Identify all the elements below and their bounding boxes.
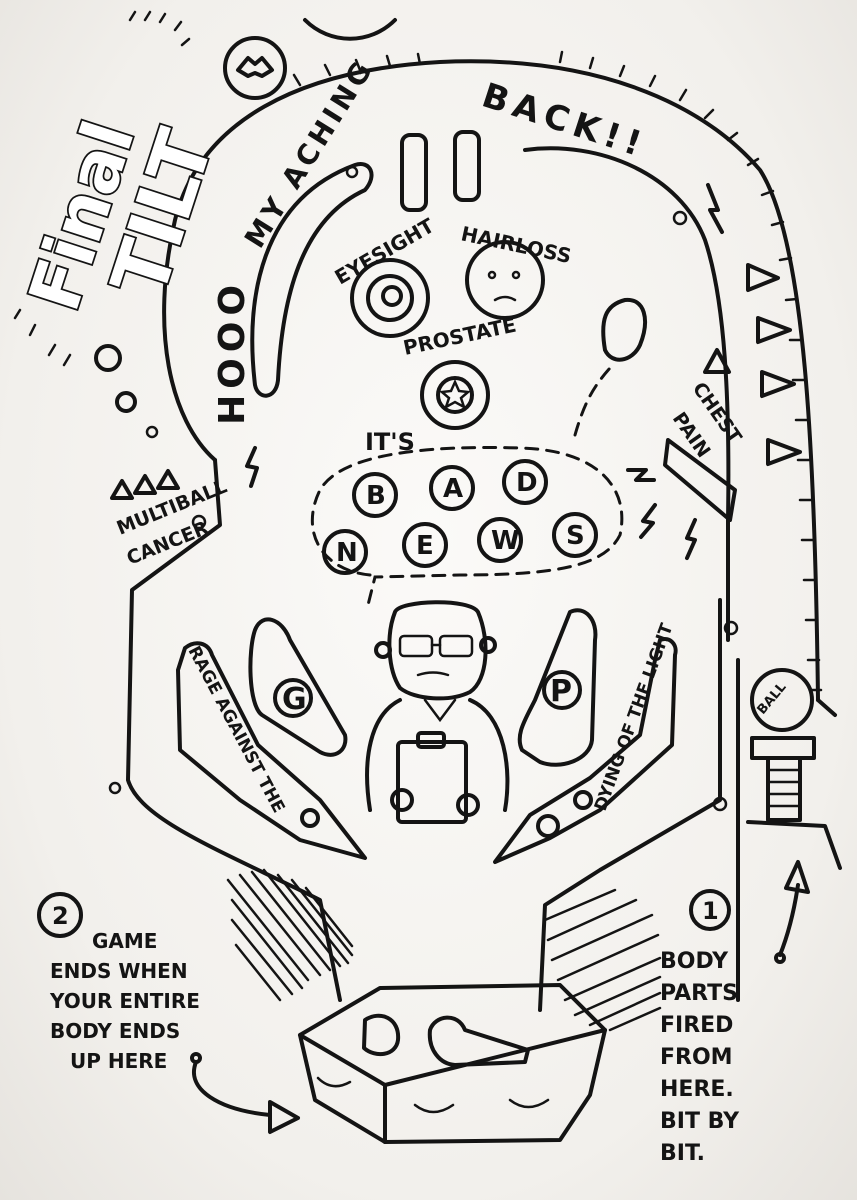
news-letter: N: [336, 538, 358, 568]
posts: [94, 165, 739, 812]
label-prostate: PROSTATE: [401, 313, 518, 360]
lightning-3: [639, 503, 657, 539]
left-slingshot: [248, 617, 348, 757]
right-flipper-pivot: [536, 814, 560, 838]
news-letter: W: [491, 526, 520, 556]
left-ramp: [250, 162, 374, 398]
note-line: GAME: [92, 929, 157, 953]
news-letter-target: [502, 459, 548, 505]
slingshot-letter-g: G: [282, 682, 307, 717]
arc-text-oooh: OOOH: [209, 285, 250, 431]
arc-text-my-aching: MY ACHING: [238, 53, 381, 254]
lightning-2: [245, 446, 259, 488]
kickback-path: [573, 366, 612, 437]
doctor-character: [365, 600, 510, 824]
multiball-warning-icons: [110, 469, 180, 500]
playfield-outline: [162, 59, 820, 702]
right-slingshot: [517, 608, 598, 767]
hairloss-bumper: [465, 240, 545, 320]
wall-hatching: [292, 50, 823, 692]
arrow-up-to-plunger: [778, 883, 800, 957]
left-wall: [126, 458, 342, 1002]
note1-text: BODY PARTS FIRED FROM HERE. BIT BY BIT.: [660, 949, 740, 1166]
news-letter-target: [402, 522, 448, 568]
note-line: ENDS WHEN: [50, 959, 188, 983]
coffin: [298, 983, 607, 1144]
arrow-up-head: [784, 860, 810, 894]
drain-hatching-right: [543, 888, 662, 1032]
right-flipper-bolt: [573, 790, 593, 810]
news-letter-target: [352, 472, 398, 518]
arc-text-back: BACK!!: [477, 76, 652, 167]
chest-pain-warning-icon: [703, 348, 731, 374]
note-line: BODY: [660, 949, 729, 974]
lightning-4: [685, 518, 697, 560]
label-hairloss: HAIRLOSS: [459, 221, 574, 268]
bat-icon: [236, 56, 274, 78]
right-drop-targets: [746, 263, 802, 466]
news-letter-target: [552, 512, 598, 558]
prostate-bumper: [420, 360, 490, 430]
right-inlane: [493, 637, 678, 864]
logo-word-tilt: TILT: [94, 119, 231, 306]
news-letter: B: [366, 481, 386, 511]
lightning-5: [626, 468, 656, 482]
drain-hatching-left: [226, 868, 354, 1002]
news-letter: D: [516, 468, 538, 498]
note-line: HERE.: [660, 1077, 734, 1102]
note2-text: GAME ENDS WHEN YOUR ENTIRE BODY ENDS UP HERE: [49, 929, 200, 1073]
lane-text-rage: RAGE AGAINST THE: [184, 643, 289, 816]
eyesight-bumper: [350, 258, 430, 338]
note2-number: 2: [52, 902, 69, 930]
note-line: FROM: [660, 1045, 733, 1070]
slingshot-letter-p: P: [550, 674, 572, 709]
news-targets: B A D N E W S: [322, 459, 598, 575]
note-line: UP HERE: [70, 1049, 167, 1073]
arrow-to-coffin-head: [268, 1100, 300, 1134]
left-flipper-pivot: [300, 808, 320, 828]
ball-label: BALL: [755, 680, 790, 718]
note-line: YOUR ENTIRE: [49, 989, 200, 1013]
note2-bullet: [190, 1052, 202, 1064]
final-tilt-logo: Final TILT: [11, 110, 232, 322]
note1-number-circle: [689, 889, 731, 931]
news-letter-target: [477, 517, 523, 563]
top-lane-guide-1: [400, 133, 428, 212]
note2-number-circle: [37, 892, 83, 938]
news-letter: E: [416, 531, 434, 561]
left-slingshot-target: [273, 678, 313, 718]
left-inlane: [176, 641, 367, 860]
note-line: BIT BY: [660, 1109, 740, 1134]
note1-bullet: [774, 952, 786, 964]
news-speech-bubble: [310, 446, 624, 607]
note-line: PARTS: [660, 981, 738, 1006]
note-line: BODY ENDS: [50, 1019, 180, 1043]
chest-pain-rail: [663, 438, 737, 522]
lane-text-dying: DYING OF THE LIGHT: [591, 621, 678, 814]
outer-wall-right: [816, 698, 837, 717]
top-lane-guide-2: [453, 130, 481, 202]
arrow-to-coffin: [192, 1060, 272, 1117]
top-rollover: [303, 18, 397, 41]
news-prefix: IT'S: [365, 428, 415, 456]
note-line: FIRED: [660, 1013, 733, 1038]
news-letter: A: [443, 474, 463, 504]
bat-target: [223, 36, 287, 100]
note-line: BIT.: [660, 1141, 705, 1166]
right-slingshot-target: [542, 670, 582, 710]
inner-wall-right: [523, 146, 731, 642]
news-letter-target: [322, 529, 368, 575]
inner-wall-right-2: [538, 598, 722, 1012]
logo-speed-lines: [13, 10, 191, 367]
plunger-assembly: BALL: [746, 668, 842, 870]
note1-number: 1: [702, 897, 719, 925]
news-letter: S: [566, 521, 585, 551]
fist-target: [601, 297, 647, 362]
news-letter-target: [429, 465, 475, 511]
lightning-1: [706, 183, 724, 234]
